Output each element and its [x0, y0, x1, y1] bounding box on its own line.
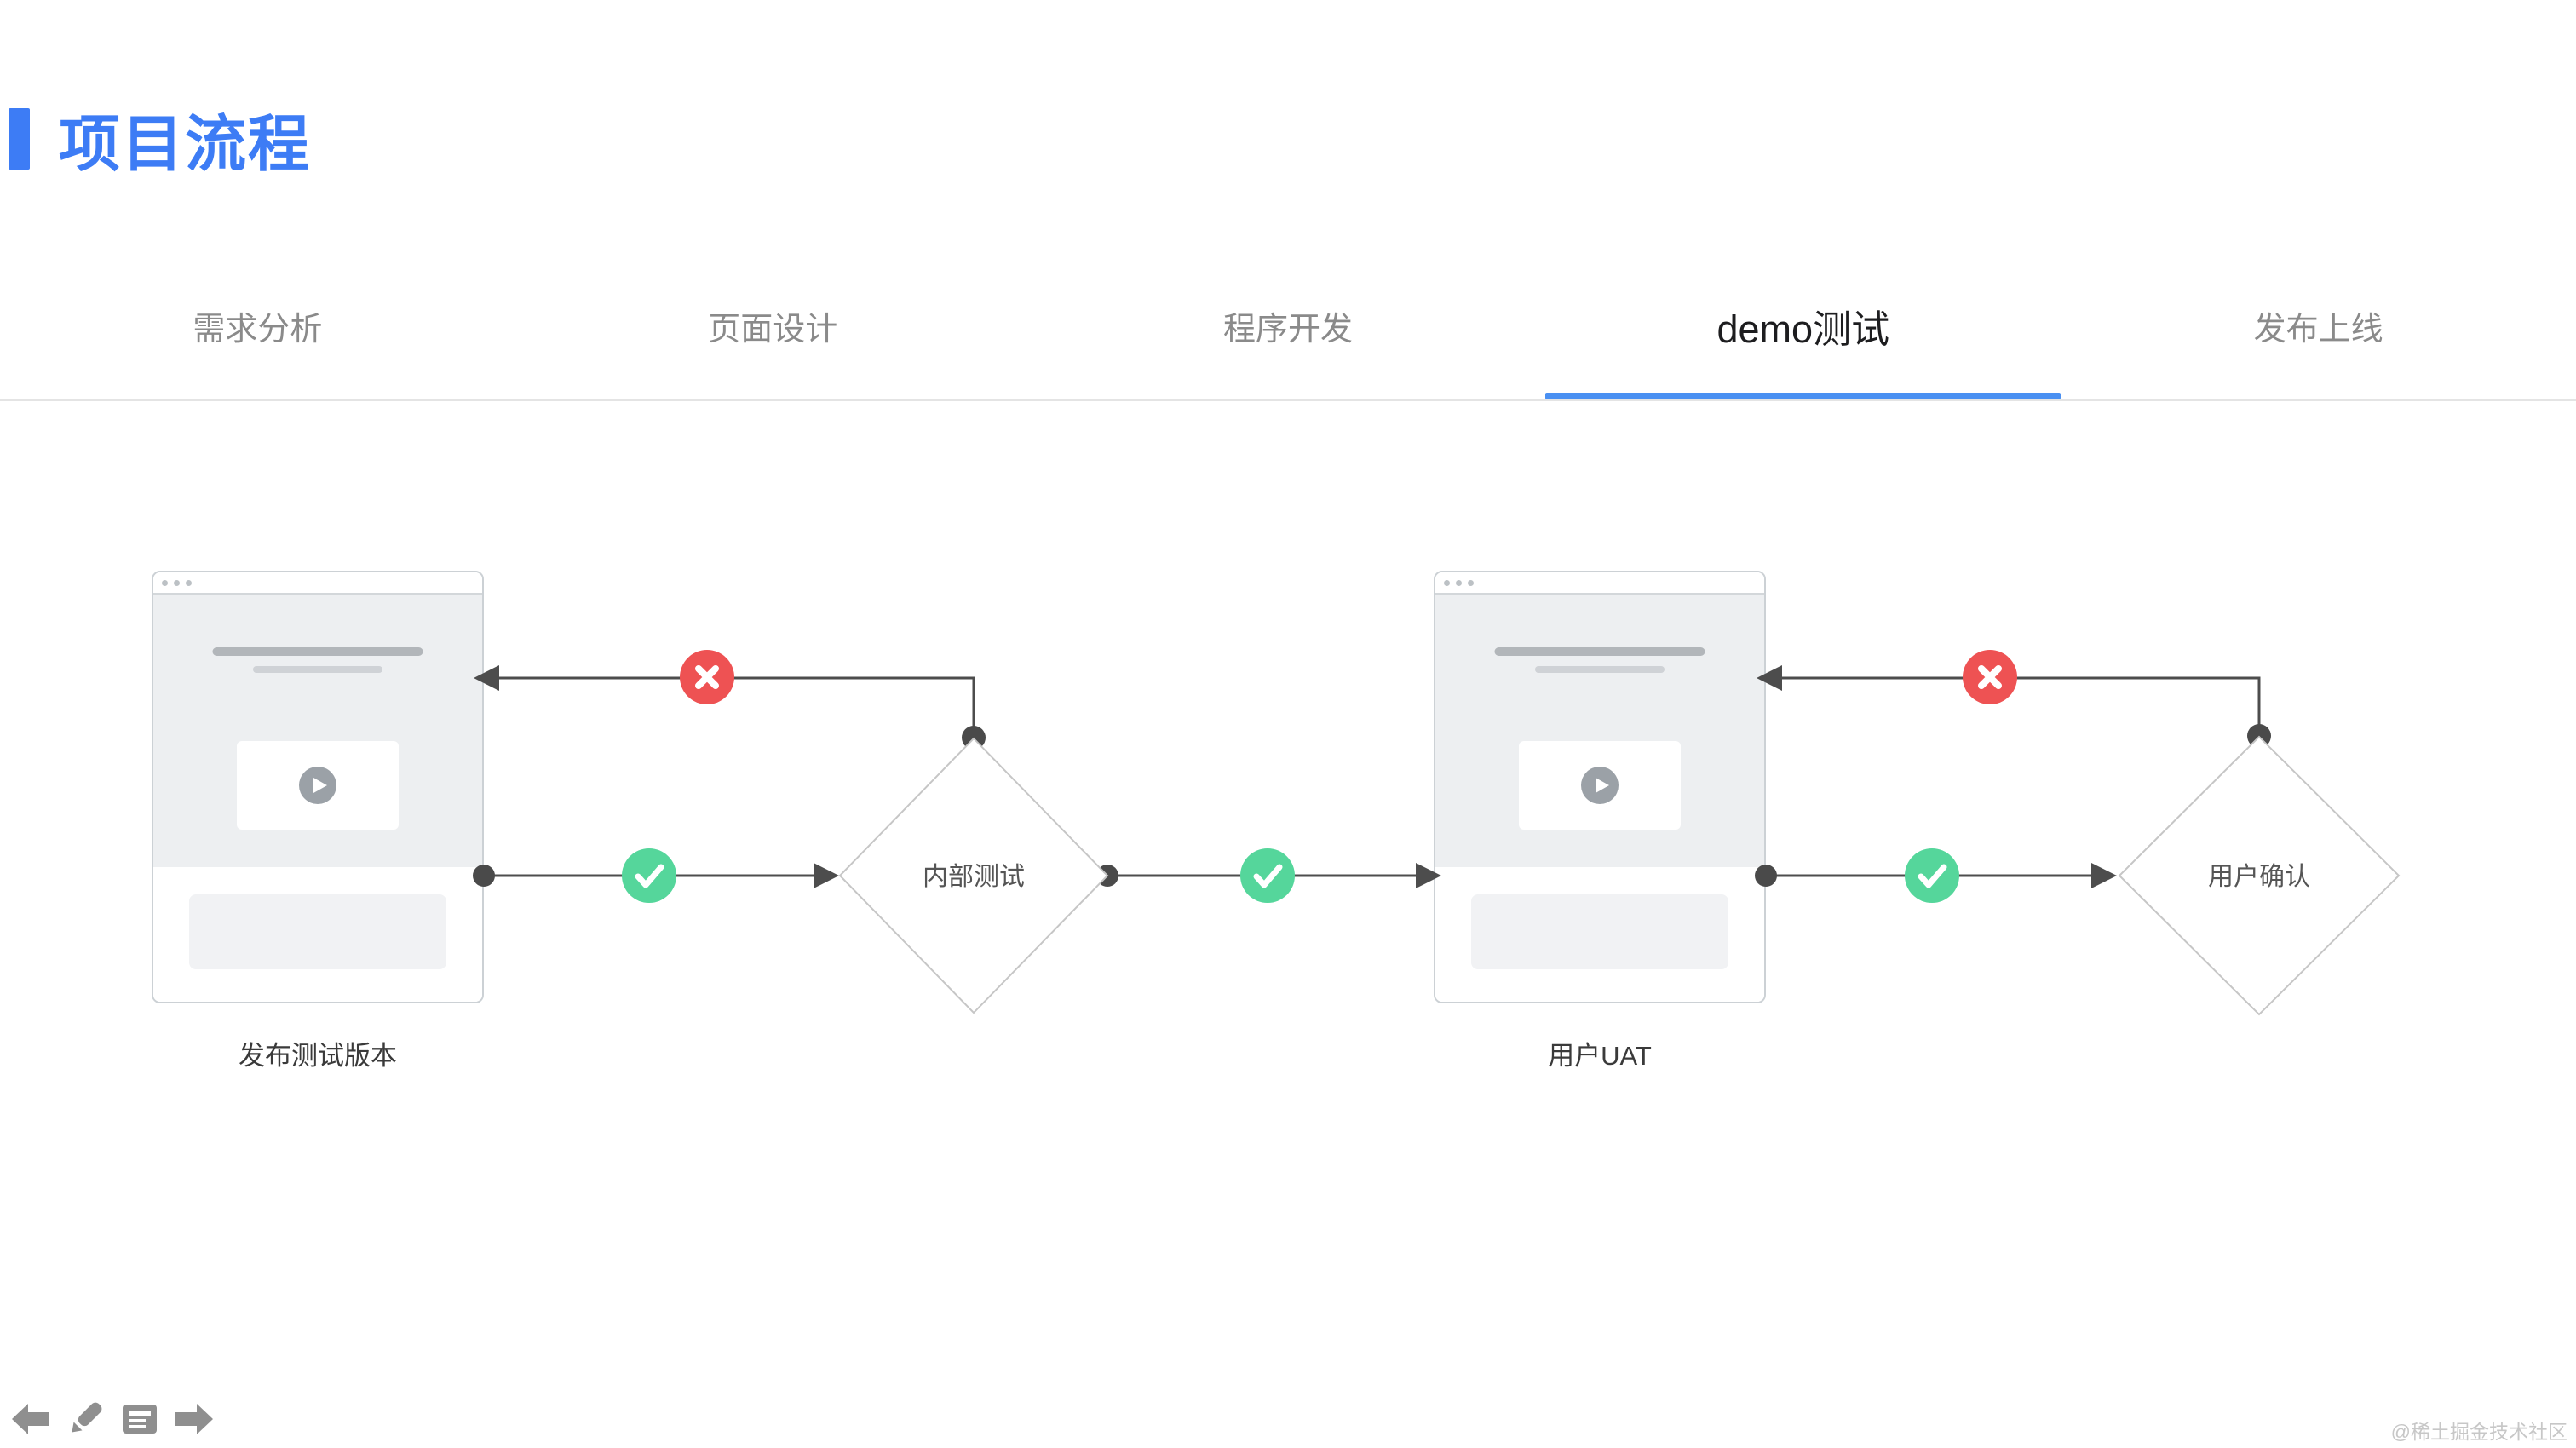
pass-badge-icon: [1905, 848, 1959, 903]
browser-footer-area: [153, 867, 482, 1002]
heading-placeholder-bar: [1494, 647, 1705, 656]
window-dot-icon: [162, 579, 168, 586]
video-card: [1519, 741, 1681, 830]
tab-release[interactable]: 发布上线: [2253, 311, 2383, 348]
node-internal-test: 内部测试: [838, 737, 1109, 1014]
active-tab-indicator: [1545, 393, 2061, 399]
page-title: 项目流程: [59, 111, 312, 179]
fail-badge-icon: [1963, 650, 2017, 704]
play-icon: [1581, 767, 1619, 804]
content-placeholder: [1471, 894, 1728, 969]
edge-confirm-to-uat-fail: [1757, 665, 2271, 748]
browser-titlebar: [153, 572, 482, 595]
browser-content: [1435, 595, 1764, 867]
browser-titlebar: [1435, 572, 1764, 595]
edge-release-to-internal: [473, 863, 839, 888]
subheading-placeholder-bar: [1535, 666, 1665, 673]
window-dot-icon: [1456, 579, 1462, 586]
node-user-uat: [1434, 571, 1766, 1003]
tab-demo-test[interactable]: demo测试: [1716, 307, 1890, 351]
node-user-confirm: 用户确认: [2118, 735, 2401, 1016]
pencil-icon[interactable]: [65, 1399, 106, 1439]
tab-page-design[interactable]: 页面设计: [708, 311, 838, 348]
edge-internal-to-uat: [1096, 863, 1441, 888]
memo-icon[interactable]: [119, 1399, 160, 1439]
slide-nav: [10, 1399, 215, 1439]
edge-internal-to-release-fail: [474, 665, 986, 750]
pass-badge-icon: [1240, 848, 1295, 903]
video-card: [237, 741, 399, 830]
node-label-release: 发布测试版本: [239, 1041, 397, 1071]
forward-arrow-icon[interactable]: [174, 1399, 215, 1439]
edge-uat-to-confirm: [1755, 863, 2117, 888]
node-label-uat: 用户UAT: [1548, 1041, 1652, 1071]
page-header: 项目流程: [9, 94, 311, 183]
subheading-placeholder-bar: [253, 666, 382, 673]
play-icon: [299, 767, 336, 804]
title-accent-bar: [9, 107, 30, 170]
node-release-build: [152, 571, 484, 1003]
tab-requirements[interactable]: 需求分析: [193, 311, 323, 348]
content-placeholder: [189, 894, 446, 969]
node-label-internal-test: 内部测试: [923, 863, 1025, 891]
window-dot-icon: [1468, 579, 1474, 586]
tabs-divider: [0, 399, 2576, 401]
browser-content: [153, 595, 482, 867]
watermark: @稀土掘金技术社区: [2390, 1421, 2567, 1443]
pass-badge-icon: [622, 848, 676, 903]
back-arrow-icon[interactable]: [10, 1399, 51, 1439]
node-label-user-confirm: 用户确认: [2208, 863, 2310, 891]
window-dot-icon: [174, 579, 180, 586]
step-tabs: 需求分析 页面设计 程序开发 demo测试 发布上线: [0, 281, 2576, 370]
heading-placeholder-bar: [212, 647, 423, 656]
window-dot-icon: [186, 579, 192, 586]
window-dot-icon: [1444, 579, 1450, 586]
browser-footer-area: [1435, 867, 1764, 1002]
fail-badge-icon: [680, 650, 734, 704]
tab-development[interactable]: 程序开发: [1222, 311, 1353, 348]
